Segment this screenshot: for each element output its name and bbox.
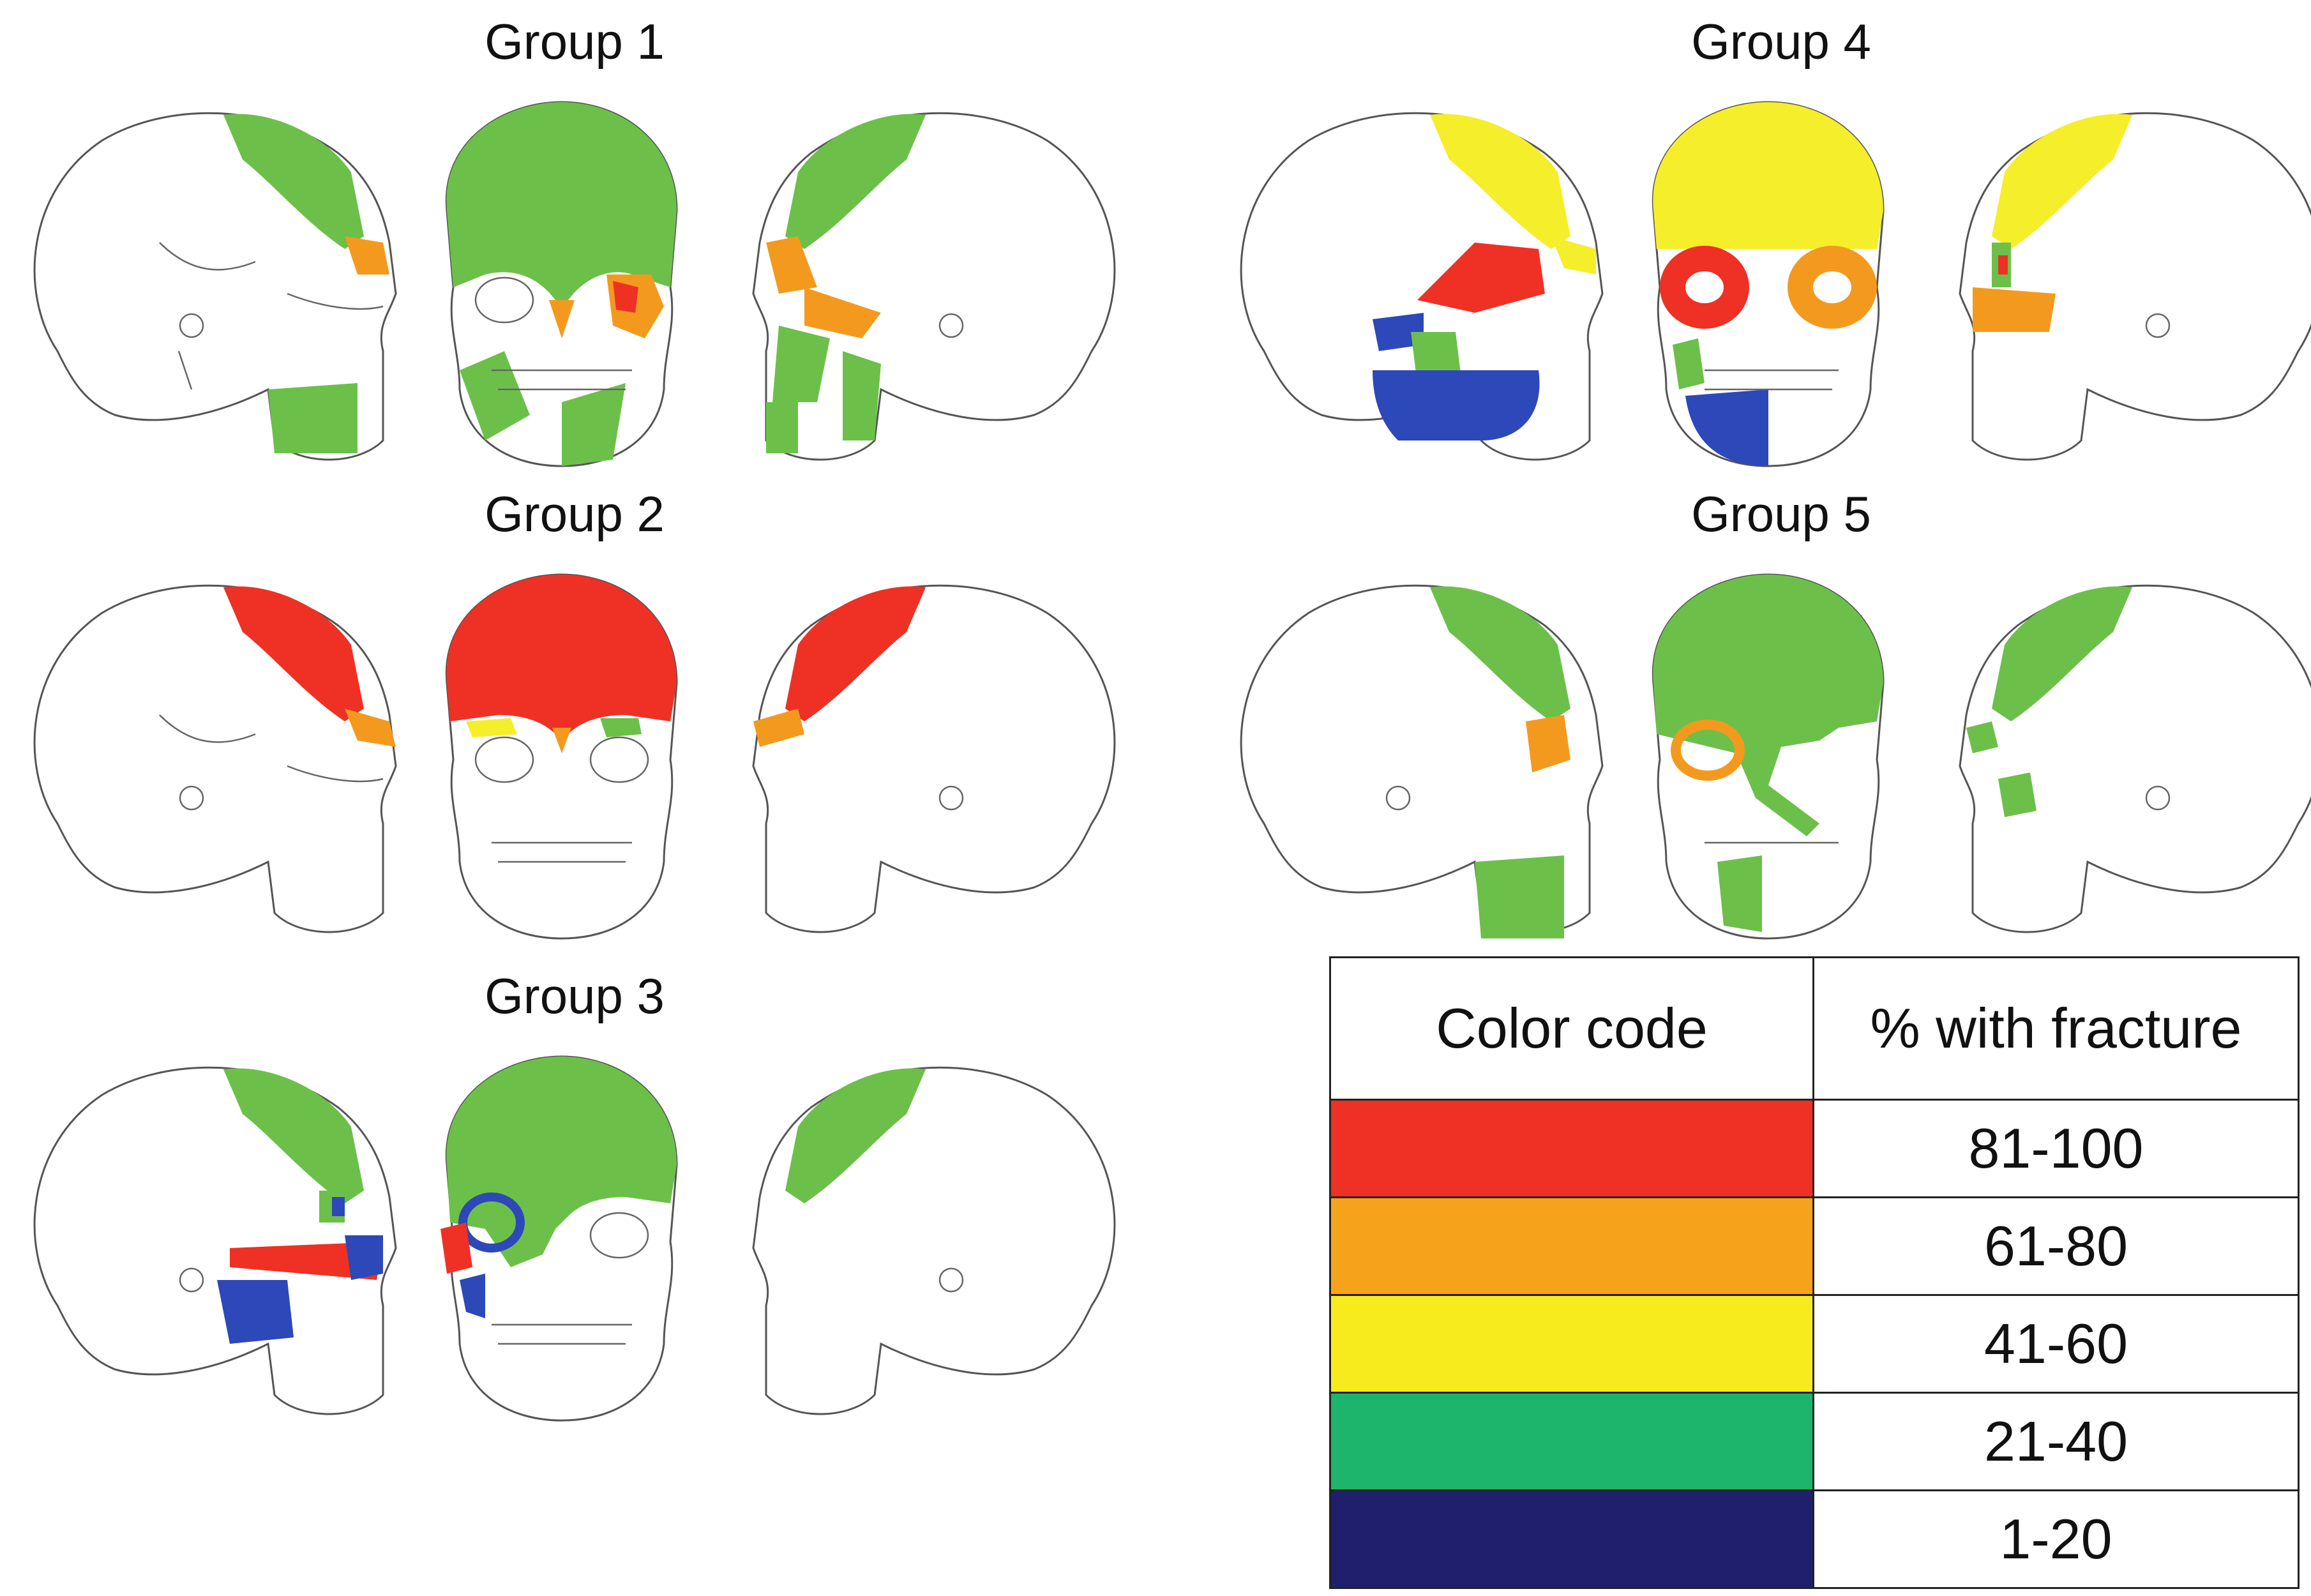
group-1-skulls bbox=[33, 101, 1116, 467]
legend-range: 81-100 bbox=[1812, 1099, 2300, 1198]
g5-lateral-right-skull bbox=[1959, 584, 2311, 933]
g4-lateral-right-skull bbox=[1959, 112, 2311, 461]
group-1-panel: Group 1 bbox=[0, 13, 1149, 498]
legend-header-percent: % with fracture bbox=[1812, 956, 2300, 1101]
legend-range: 1-20 bbox=[1812, 1489, 2300, 1589]
legend-swatch-yellow bbox=[1329, 1294, 1814, 1394]
g2-lateral-left-skull bbox=[33, 584, 397, 933]
group-2-title: Group 2 bbox=[485, 486, 665, 542]
g3-lateral-left-skull bbox=[33, 1066, 397, 1415]
group-1-title: Group 1 bbox=[485, 13, 665, 70]
legend-row: 81-100 bbox=[1329, 1099, 2300, 1198]
group-3-skulls bbox=[33, 1055, 1116, 1422]
group-5-skulls bbox=[1240, 573, 2311, 940]
legend-swatch-green bbox=[1329, 1392, 1814, 1491]
group-2-skulls bbox=[33, 573, 1116, 940]
g1-frontal-skull bbox=[445, 101, 678, 467]
legend-swatch-navy bbox=[1329, 1489, 1814, 1589]
g4-frontal-skull bbox=[1652, 101, 1885, 467]
group-4-panel: Group 4 bbox=[1207, 13, 2311, 498]
group-5-panel: Group 5 bbox=[1207, 485, 2311, 970]
legend-range: 41-60 bbox=[1812, 1294, 2300, 1394]
legend-range: 21-40 bbox=[1812, 1392, 2300, 1491]
legend-swatch-red bbox=[1329, 1099, 1814, 1198]
group-4-skulls bbox=[1240, 101, 2311, 467]
legend-row: 21-40 bbox=[1329, 1392, 2300, 1491]
group-2-panel: Group 2 bbox=[0, 485, 1149, 970]
g2-lateral-right-skull bbox=[752, 584, 1116, 933]
legend-header-row: Color code % with fracture bbox=[1329, 956, 2300, 1101]
g5-frontal-skull bbox=[1652, 573, 1885, 940]
g5-lateral-left-skull bbox=[1240, 584, 1604, 938]
g1-lateral-right-skull bbox=[752, 112, 1116, 461]
g1-lateral-left-skull bbox=[33, 112, 397, 461]
legend-row: 61-80 bbox=[1329, 1196, 2300, 1296]
group-5-title: Group 5 bbox=[1691, 486, 1871, 542]
g3-frontal-skull bbox=[440, 1055, 678, 1422]
legend-range: 61-80 bbox=[1812, 1196, 2300, 1296]
g4-lateral-left-skull bbox=[1240, 112, 1604, 461]
group-3-panel: Group 3 bbox=[0, 967, 1149, 1452]
group-3-title: Group 3 bbox=[485, 968, 665, 1024]
legend-row: 41-60 bbox=[1329, 1294, 2300, 1394]
legend-swatch-orange bbox=[1329, 1196, 1814, 1296]
g3-lateral-right-skull bbox=[752, 1066, 1116, 1415]
color-legend-table: Color code % with fracture 81-100 61-80 … bbox=[1329, 956, 2300, 1589]
group-4-title: Group 4 bbox=[1691, 13, 1871, 70]
g2-frontal-skull bbox=[445, 573, 678, 940]
legend-header-color-code: Color code bbox=[1329, 956, 1814, 1101]
legend-row: 1-20 bbox=[1329, 1489, 2300, 1589]
